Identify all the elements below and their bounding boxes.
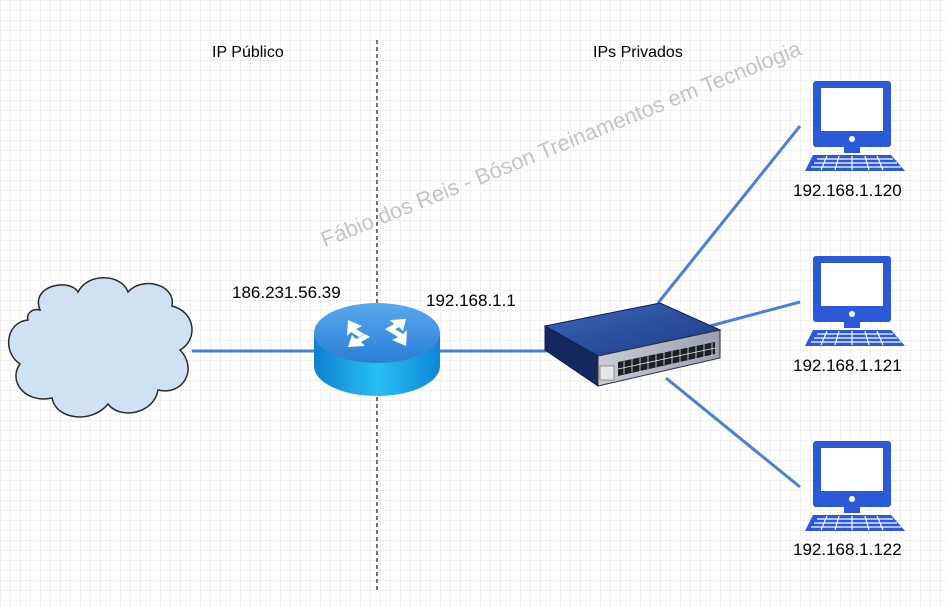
router-wan-ip-label: 186.231.56.39 [232,283,341,302]
public-ip-region-label: IP Público [212,44,284,61]
desktop-computer-icon [804,255,906,347]
switch-host2-link [709,300,801,328]
network-links [192,125,802,489]
switch-icon [543,302,722,387]
internet-cloud-icon [7,277,193,418]
host-ip-label: 192.168.1.122 [793,540,902,559]
host-ip-label: 192.168.1.120 [793,181,902,200]
router-lan-ip-label: 192.168.1.1 [426,291,516,310]
private-ip-region-label: IPs Privados [593,44,683,61]
desktop-computer-icon [804,80,906,172]
switch-host3-link [665,376,801,489]
router-icon [314,303,440,396]
host-ip-label: 192.168.1.121 [793,356,902,375]
desktop-computer-icon [804,440,906,532]
switch-host1-link [656,125,802,304]
